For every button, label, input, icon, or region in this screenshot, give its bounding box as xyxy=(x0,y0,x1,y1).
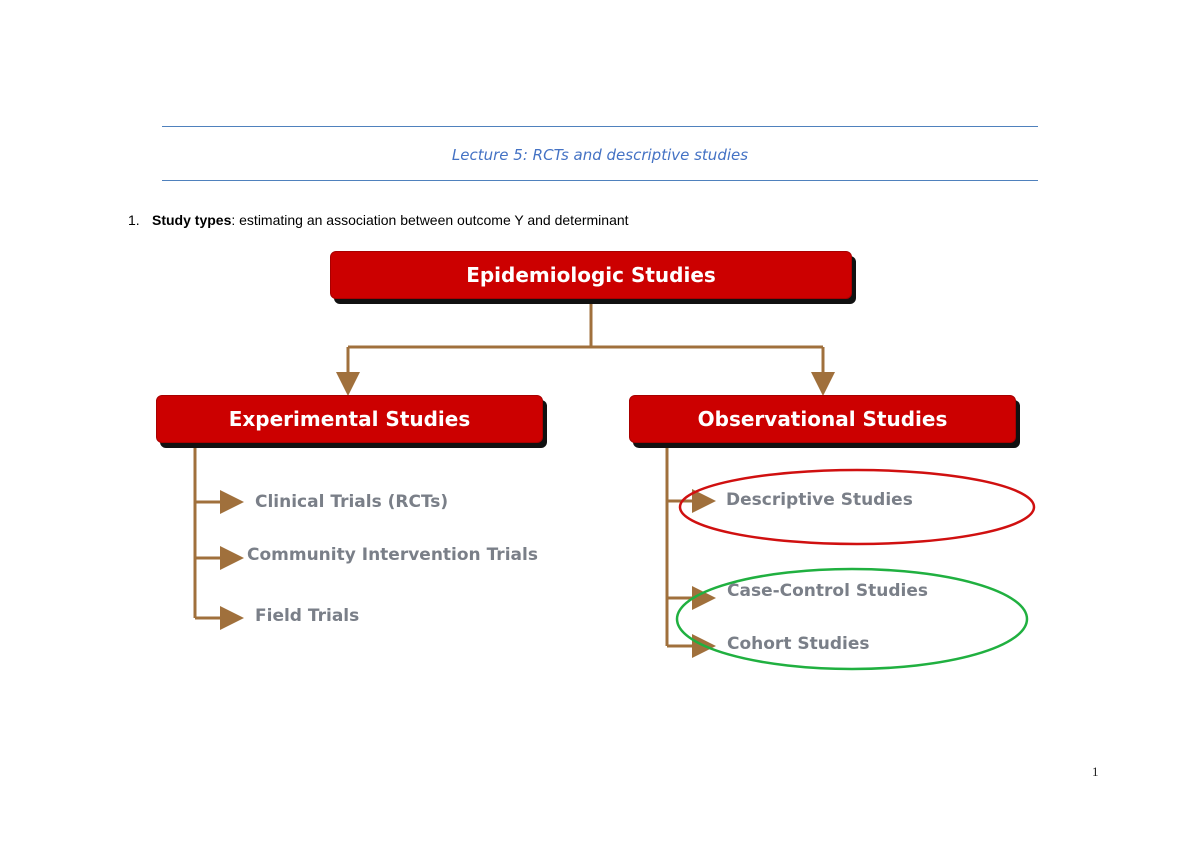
red-highlight-ellipse xyxy=(678,468,1036,546)
community-intervention-trials-label: Community Intervention Trials xyxy=(247,545,538,565)
green-highlight-ellipse xyxy=(675,567,1029,671)
page-number: 1 xyxy=(1092,764,1099,779)
header-rule-bottom xyxy=(162,180,1038,181)
case-control-studies-label: Case-Control Studies xyxy=(727,581,928,601)
epidemiologic-studies-box: Epidemiologic Studies xyxy=(330,251,852,299)
cohort-studies-label: Cohort Studies xyxy=(727,634,870,654)
header-rule-top xyxy=(162,126,1038,127)
descriptive-studies-label: Descriptive Studies xyxy=(726,490,913,510)
observational-studies-box: Observational Studies xyxy=(629,395,1016,443)
item-bold-label: Study types xyxy=(152,212,232,228)
experimental-studies-box: Experimental Studies xyxy=(156,395,543,443)
item-text: : estimating an association between outc… xyxy=(231,212,629,228)
item-number: 1. xyxy=(128,212,140,228)
clinical-trials-label: Clinical Trials (RCTs) xyxy=(255,492,449,512)
page-header-title: Lecture 5: RCTs and descriptive studies xyxy=(451,146,749,164)
field-trials-label: Field Trials xyxy=(255,606,360,626)
numbered-item: 1. Study types: estimating an association… xyxy=(128,212,629,228)
